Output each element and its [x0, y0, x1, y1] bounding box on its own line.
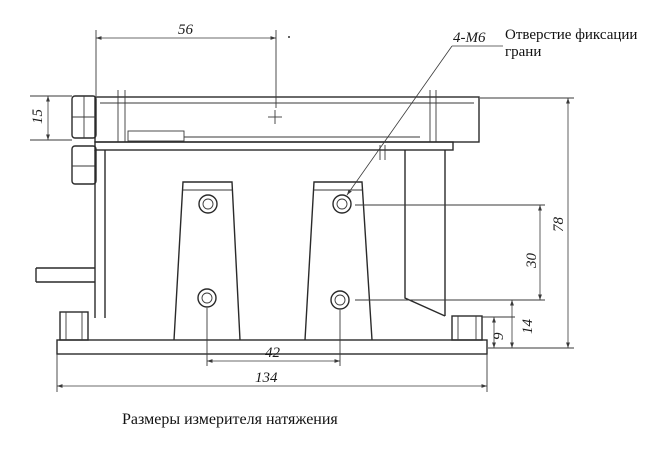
- dimension-hole-spacing-horizontal: 42: [206, 308, 341, 366]
- hole-right-lower: [330, 290, 350, 310]
- mounting-post-right: [304, 181, 373, 341]
- left-shaft: [35, 267, 95, 283]
- dimension-left-height-text: 15: [30, 109, 46, 125]
- dimension-total-length-text: 134: [255, 370, 278, 386]
- dimension-top-width-text: 56: [178, 22, 194, 38]
- dimension-left-height: 15: [30, 95, 72, 141]
- dimension-top-width: 56: [95, 22, 290, 108]
- base-plate: [56, 311, 488, 355]
- top-plate: [71, 90, 480, 143]
- callout-leader: 4-M6: [346, 30, 503, 196]
- fixing-hole-note: Отверстие фиксации грани: [505, 27, 637, 61]
- hole-left-lower: [197, 288, 217, 308]
- dimension-base-height-text: 9: [491, 332, 507, 340]
- dimension-hole-spacing-vertical-text: 30: [524, 253, 540, 270]
- main-body: [71, 141, 454, 318]
- dimension-lower-hole-height-text: 14: [520, 319, 536, 335]
- fixing-hole-note-line1: Отверстие фиксации: [505, 27, 638, 43]
- hole-right-upper: [332, 194, 352, 214]
- fixing-hole-note-line2: грани: [505, 44, 542, 60]
- figure-caption: Размеры измерителя натяжения: [122, 411, 338, 428]
- hole-left-upper: [198, 194, 218, 214]
- dimension-total-length: 134: [56, 354, 488, 392]
- dimension-right-side: 78 30 14 9: [355, 97, 574, 349]
- dimension-hole-spacing-horizontal-text: 42: [265, 345, 281, 361]
- dimension-total-height-text: 78: [551, 217, 567, 233]
- callout-thread-text: 4-M6: [453, 30, 486, 46]
- mounting-post-left: [173, 181, 241, 341]
